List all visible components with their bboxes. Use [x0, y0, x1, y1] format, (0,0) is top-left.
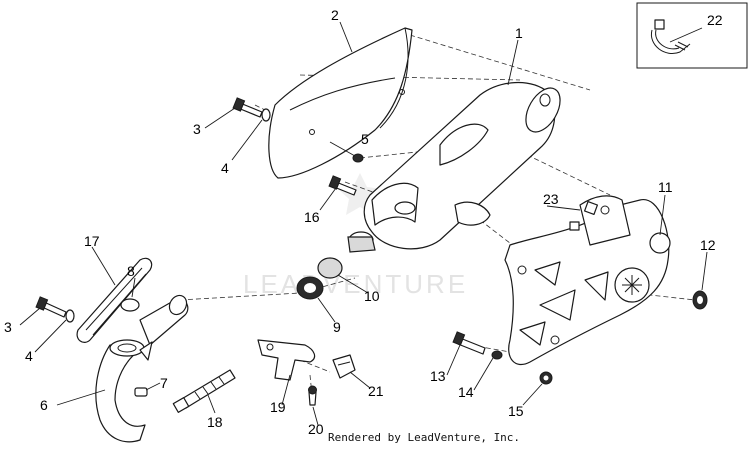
clip-nut-part — [569, 200, 599, 231]
bolt-13 — [452, 331, 486, 355]
washer-14 — [491, 350, 503, 360]
callout-19: 19 — [270, 399, 286, 415]
callout-10: 10 — [364, 288, 380, 304]
washer-4-top — [261, 108, 271, 122]
sensor-part — [172, 369, 236, 413]
clamp-part — [296, 276, 324, 300]
leader-lines — [19, 21, 708, 426]
exhaust-pipe-part — [95, 294, 189, 443]
heat-shield-part — [268, 27, 413, 179]
callout-21: 21 — [368, 383, 384, 399]
washer-12 — [692, 290, 708, 310]
washer-4-left — [65, 309, 75, 323]
callout-22: 22 — [707, 12, 723, 28]
callout-8: 8 — [127, 263, 135, 279]
gasket-sleeve-part — [317, 257, 343, 279]
bolt-3-top — [232, 97, 263, 118]
callout-3-top: 3 — [193, 121, 201, 137]
callout-4-top: 4 — [221, 160, 229, 176]
callout-4-left: 4 — [25, 348, 33, 364]
callout-18: 18 — [207, 414, 223, 430]
screw-20 — [308, 385, 317, 406]
render-credit: Rendered by LeadVenture, Inc. — [328, 431, 520, 444]
callout-16: 16 — [304, 209, 320, 225]
muffler-part — [347, 81, 561, 253]
gasket-part — [120, 298, 140, 312]
callout-12: 12 — [700, 237, 716, 253]
clamp-inset — [636, 2, 748, 69]
callout-23: 23 — [543, 191, 559, 207]
nut-clip-21 — [332, 354, 356, 379]
bolt-16 — [328, 175, 357, 196]
sensor-bracket-part — [257, 339, 316, 381]
callout-6: 6 — [40, 397, 48, 413]
callout-3-left: 3 — [4, 319, 12, 335]
cover-strip-part — [76, 257, 153, 343]
small-gasket-7 — [134, 387, 148, 397]
callout-7: 7 — [160, 375, 168, 391]
callout-1: 1 — [515, 25, 523, 41]
callout-17: 17 — [84, 233, 100, 249]
callout-labels: 2 1 3 4 5 16 23 11 12 17 8 3 4 6 7 18 19… — [4, 7, 723, 437]
callout-20: 20 — [308, 421, 324, 437]
callout-15: 15 — [508, 403, 524, 419]
callout-11: 11 — [658, 179, 673, 195]
bracket-part — [504, 195, 671, 366]
callout-5: 5 — [361, 131, 369, 147]
bolt-3-left — [35, 296, 67, 318]
callout-13: 13 — [430, 368, 446, 384]
washer-5 — [352, 153, 364, 163]
callout-2: 2 — [331, 7, 339, 23]
callout-9: 9 — [333, 319, 341, 335]
nut-15 — [539, 371, 553, 385]
callout-14: 14 — [458, 384, 474, 400]
